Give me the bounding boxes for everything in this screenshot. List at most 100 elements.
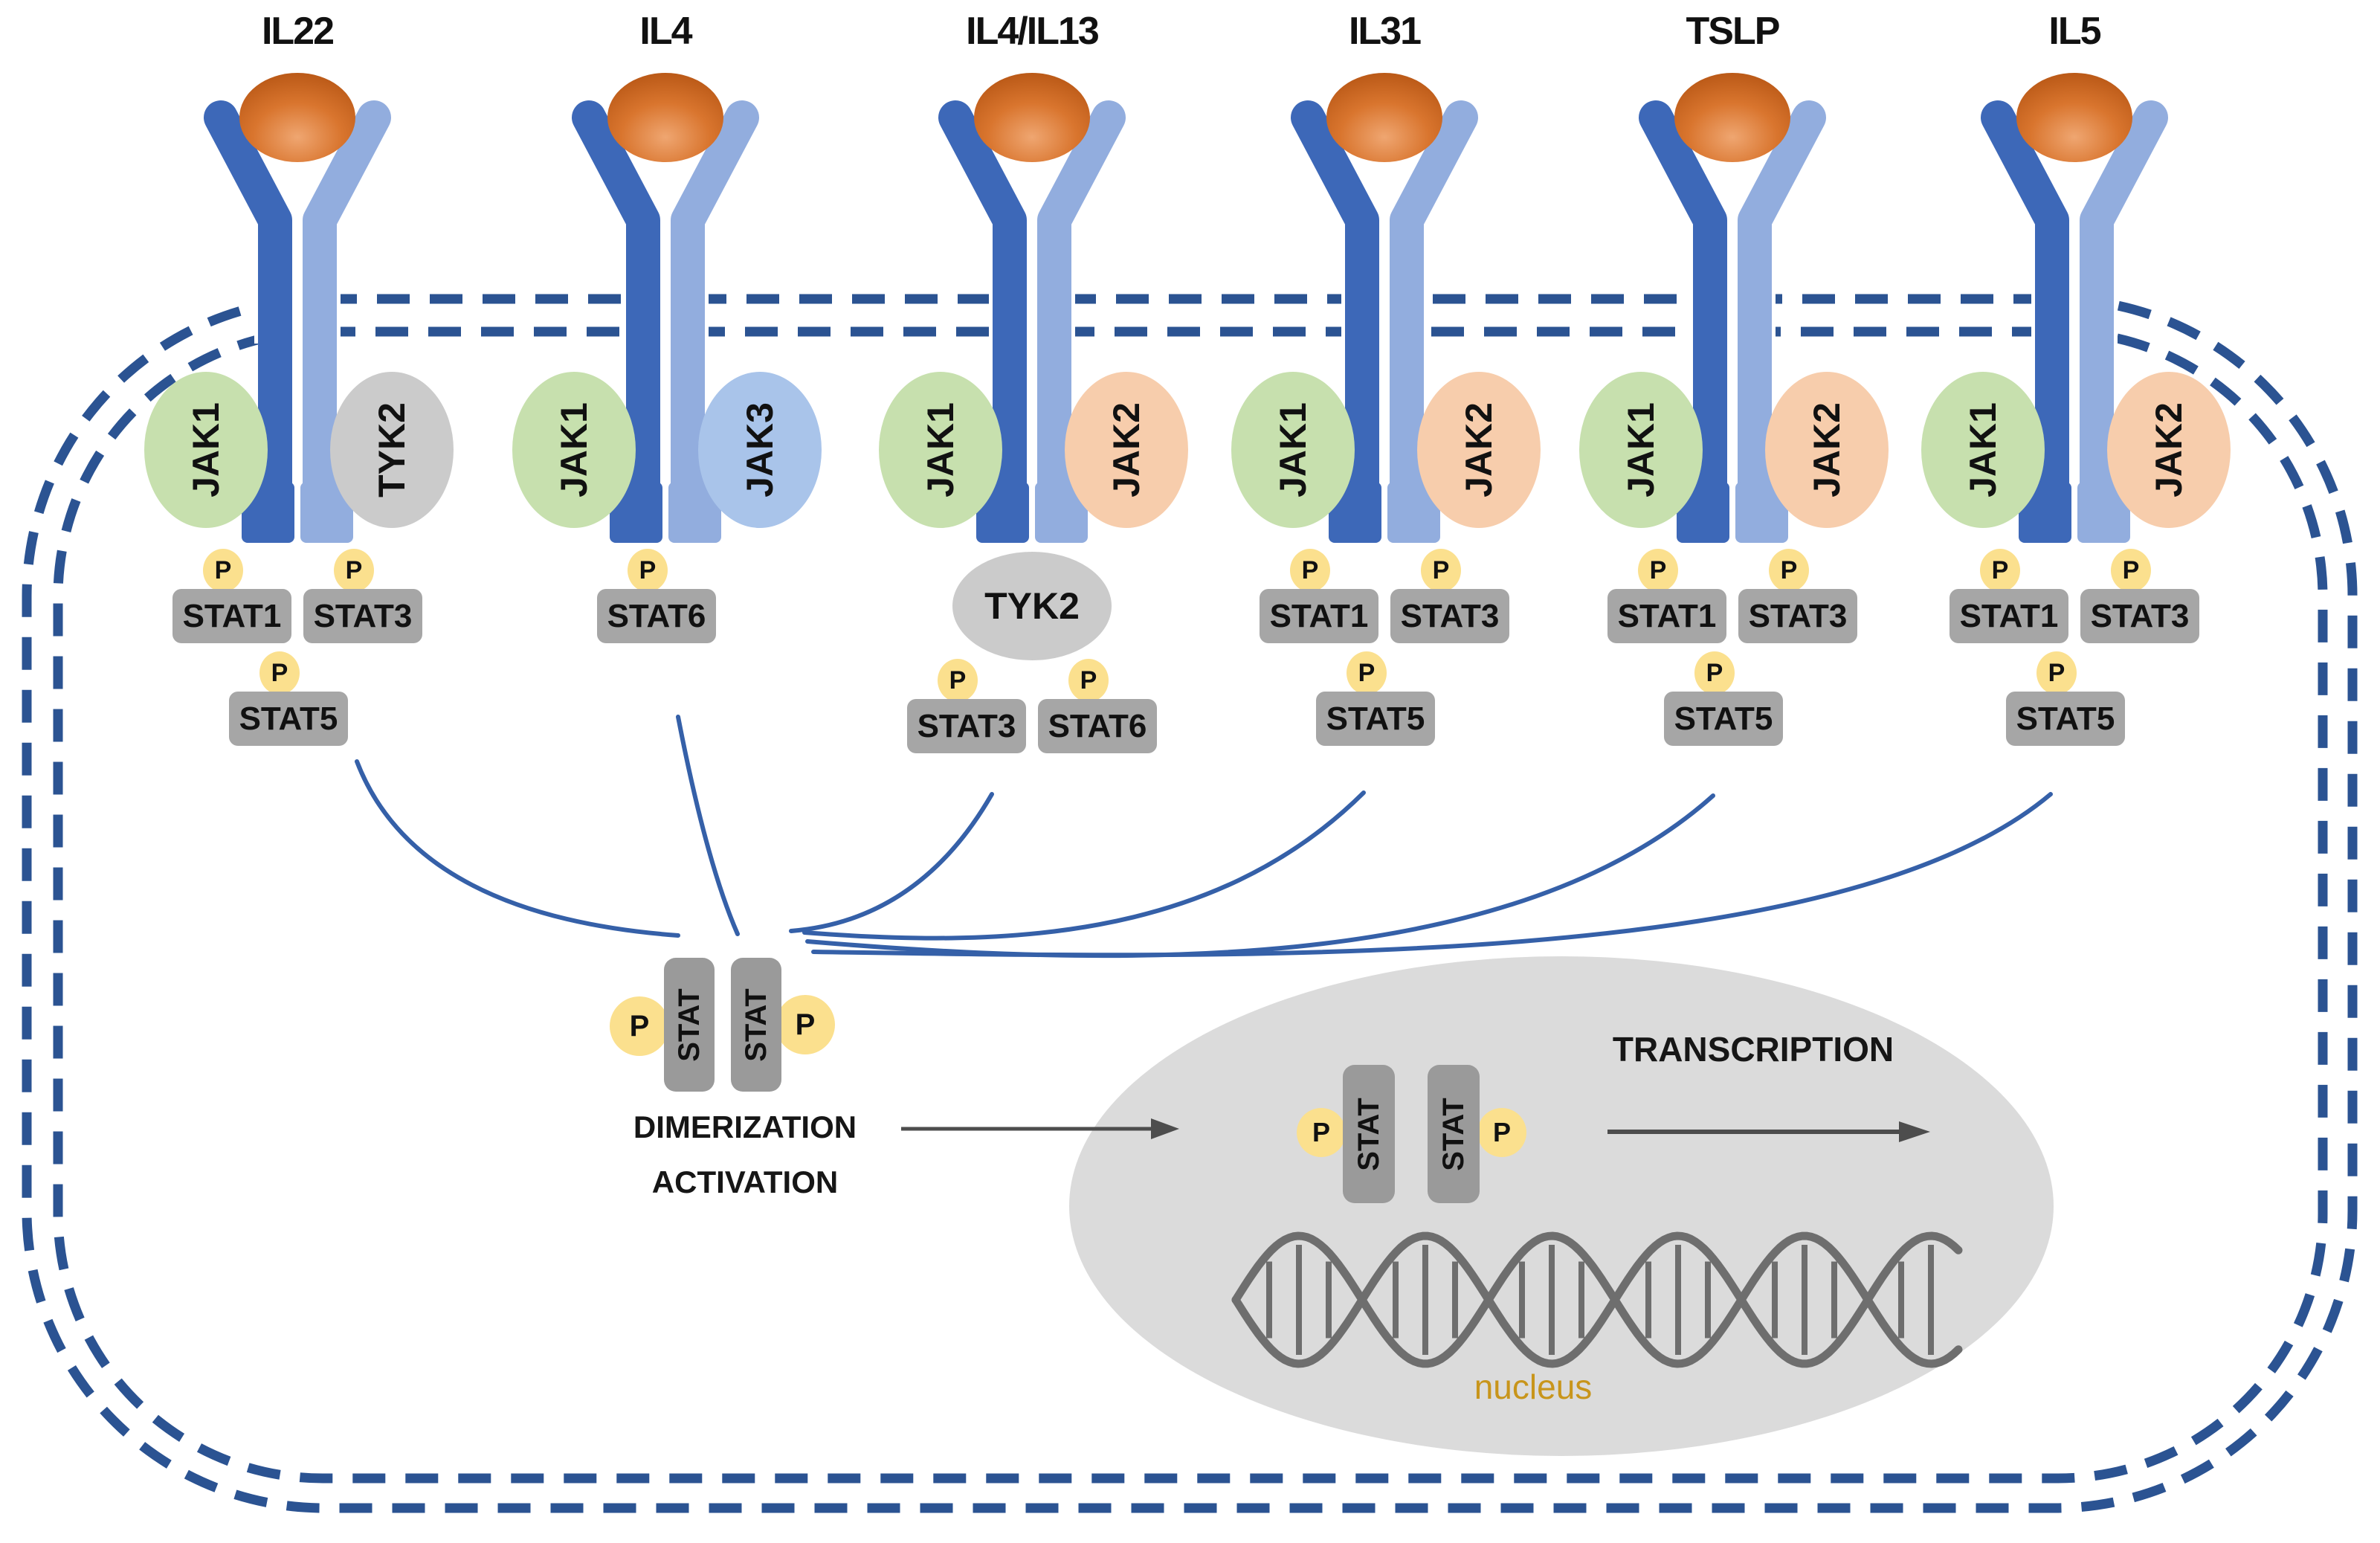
- receptor-chains: [204, 73, 2168, 543]
- receptor-chain-left: [204, 100, 292, 502]
- phosphate-circle: P: [334, 549, 374, 592]
- phosphate-circle: P: [628, 549, 668, 592]
- receptor-foot-right: [300, 482, 353, 543]
- tyk2-label: TYK2: [984, 585, 1080, 627]
- receptor-foot-right: [1735, 482, 1788, 543]
- signal-curve: [811, 792, 2053, 958]
- jak-label: JAK1: [185, 402, 227, 497]
- stat-box: STAT5: [1316, 692, 1435, 746]
- cell-membrane-inner: [53, 326, 2328, 1484]
- dimer-phosphate-circle-left: P: [610, 996, 669, 1056]
- phosphate-label: P: [795, 1008, 816, 1041]
- stat-dimer-label: STAT: [672, 988, 706, 1062]
- receptor-chain-right: [1037, 100, 1126, 502]
- phosphate-circle: P: [2036, 651, 2077, 695]
- nucleus-label: nucleus: [1474, 1368, 1593, 1406]
- cytokine-label: IL5: [2048, 10, 2101, 53]
- jak-label: JAK2: [1458, 402, 1500, 497]
- signal-curve: [355, 759, 680, 938]
- jak-ellipse-left: JAK1: [144, 372, 268, 528]
- flow-arrows: [901, 1118, 1930, 1142]
- nucleus-stat-dimer-unit-left: STAT: [1343, 1065, 1395, 1203]
- jak-ellipse-right: JAK3: [698, 372, 822, 528]
- receptor-chain-right: [1390, 100, 1478, 502]
- jak-label: JAK1: [920, 402, 961, 497]
- tyk2-ellipse: TYK2: [952, 552, 1112, 660]
- jak-ellipse-left: JAK1: [1231, 372, 1355, 528]
- receptor-foot-right: [2077, 482, 2130, 543]
- transcription-caption: TRANSCRIPTION: [1612, 1030, 1894, 1069]
- phosphate-label: P: [1492, 1117, 1511, 1147]
- nucleus-dimer-phosphate-circle-right: P: [1477, 1108, 1526, 1157]
- jak-label: TYK2: [371, 402, 413, 497]
- phosphate-circle: P: [1980, 549, 2020, 592]
- cytokine-ball: [607, 73, 723, 162]
- phosphate-circle: P: [2111, 549, 2151, 592]
- phosphate-circle: P: [1638, 549, 1678, 592]
- signal-curves: [355, 715, 2053, 959]
- cell-membrane: [22, 294, 2358, 1513]
- jak-label: JAK1: [1962, 402, 2004, 497]
- stat-dimer-label: STAT: [739, 988, 773, 1062]
- phosphate-circle: P: [1769, 549, 1809, 592]
- dimerization-arrowhead: [1151, 1118, 1179, 1139]
- stat-box: STAT3: [2080, 589, 2199, 643]
- signal-curve: [676, 715, 740, 936]
- phosphate-circle: P: [203, 549, 243, 592]
- stat-box: STAT3: [303, 589, 422, 643]
- jak-ellipse-left: JAK1: [1921, 372, 2045, 528]
- cytokine-label: IL4: [639, 10, 692, 53]
- stat-box: STAT1: [172, 589, 291, 643]
- cytokine-ball: [2016, 73, 2132, 162]
- receptor-foot-right: [1035, 482, 1088, 543]
- stat-dimer-label: STAT: [1352, 1097, 1385, 1171]
- receptor-chain-right: [303, 100, 391, 502]
- receptor-chain-right: [1738, 100, 1826, 502]
- cytokine-ball: [1674, 73, 1790, 162]
- jak-ellipse-left: JAK1: [1579, 372, 1703, 528]
- jak-label: JAK1: [553, 402, 595, 497]
- cytokine-label: IL4/IL13: [966, 10, 1100, 53]
- jak-ellipse-left: JAK1: [512, 372, 636, 528]
- phosphate-circle: P: [1068, 659, 1109, 702]
- stat-box: STAT3: [907, 699, 1026, 753]
- signal-curve: [805, 793, 1715, 959]
- stat-dimer-label: STAT: [1436, 1097, 1470, 1171]
- stat-box: STAT3: [1738, 589, 1857, 643]
- dna-helix: [1231, 1231, 1963, 1368]
- receptor-chain-right: [671, 100, 759, 502]
- nucleus-dimer-phosphate-circle-left: P: [1297, 1108, 1346, 1157]
- jak-ellipse-left: JAK1: [879, 372, 1002, 528]
- jak-label: JAK2: [1106, 402, 1147, 497]
- stat-dimer-unit-right: STAT: [731, 958, 781, 1092]
- signal-curve: [789, 792, 994, 933]
- receptor-chain-left: [938, 100, 1027, 502]
- nucleus-stat-dimer-unit-right: STAT: [1428, 1065, 1480, 1203]
- phosphate-circle: P: [1347, 651, 1387, 695]
- dimerization-caption: DIMERIZATION: [633, 1109, 857, 1144]
- jak-label: JAK2: [1806, 402, 1848, 497]
- cell-membrane-outer: [22, 294, 2358, 1513]
- cytokine-label: IL31: [1348, 10, 1422, 53]
- phosphate-circle: P: [1694, 651, 1735, 695]
- receptor-chain-left: [1981, 100, 2069, 502]
- stat-dimer-unit-left: STAT: [664, 958, 715, 1092]
- signal-curve: [802, 790, 1366, 941]
- cytokine-ball: [239, 73, 355, 162]
- jak-label: JAK3: [739, 402, 781, 497]
- jak-label: JAK1: [1272, 402, 1314, 497]
- receptor-foot-right: [1387, 482, 1440, 543]
- phosphate-label: P: [1312, 1117, 1330, 1147]
- phosphate-circle: P: [938, 659, 978, 702]
- dna-strand: [1231, 1231, 1963, 1368]
- phosphate-circle: P: [1421, 549, 1461, 592]
- jak-ellipse-right: JAK2: [1065, 372, 1188, 528]
- stat-box: STAT6: [597, 589, 716, 643]
- transcription-arrowhead: [1899, 1121, 1930, 1142]
- receptor-chain-right: [2080, 100, 2168, 502]
- dimer-phosphate-circle-right: P: [775, 995, 835, 1054]
- receptor-chain-left: [572, 100, 660, 502]
- cytokine-label: IL22: [261, 10, 335, 53]
